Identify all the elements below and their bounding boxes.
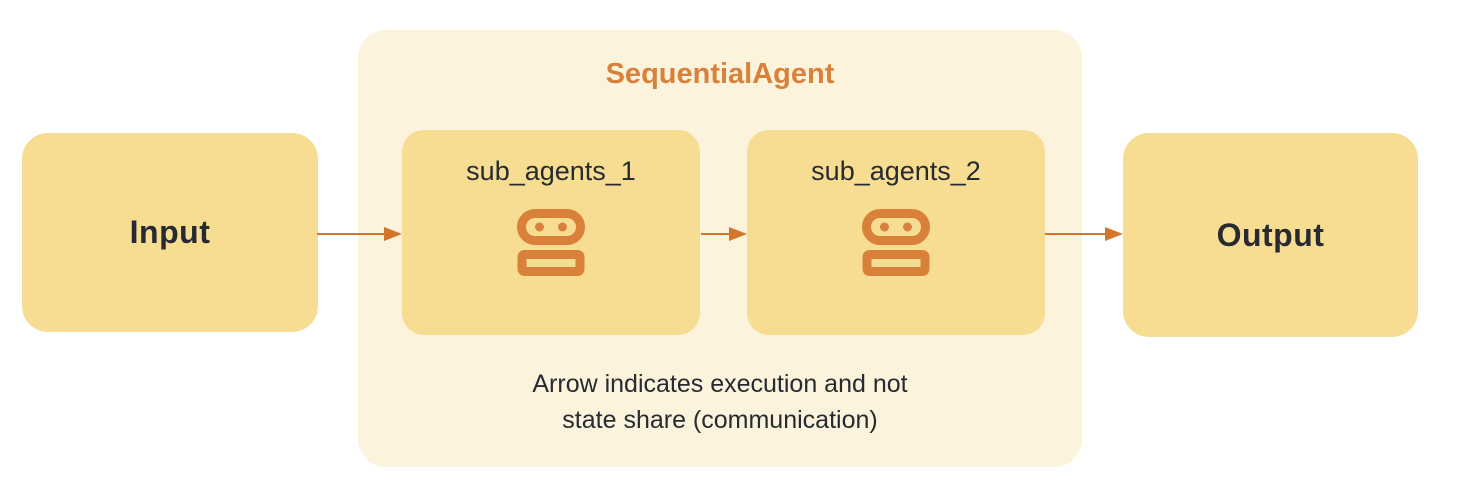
sub-agents-2-label: sub_agents_2	[811, 156, 981, 186]
sub-agents-2-node: sub_agents_2	[747, 130, 1045, 335]
sub-agents-1-node: sub_agents_1	[402, 130, 700, 335]
arrow-shaft	[701, 232, 732, 236]
arrow-head-icon	[729, 227, 747, 241]
output-label: Output	[1216, 216, 1325, 253]
output-node: Output	[1123, 133, 1418, 337]
robot-icon	[862, 209, 930, 276]
arrow-head-icon	[384, 227, 402, 241]
arrow-input-to-sub-agents-1	[317, 226, 402, 242]
arrow-head-icon	[1105, 227, 1123, 241]
sub-agents-1-label: sub_agents_1	[466, 156, 636, 186]
sequential-agent-group: SequentialAgent sub_agents_1 sub_agents_…	[358, 30, 1082, 467]
execution-note: Arrow indicates execution and not state …	[358, 366, 1082, 438]
robot-icon	[517, 209, 585, 276]
arrow-sub-agents-1-to-sub-agents-2	[701, 226, 747, 242]
execution-note-line-2: state share (communication)	[562, 406, 878, 434]
sequential-agent-title: SequentialAgent	[605, 58, 835, 90]
execution-note-line-1: Arrow indicates execution and not	[532, 370, 908, 398]
arrow-shaft	[317, 232, 387, 236]
input-label: Input	[129, 214, 211, 250]
input-node: Input	[22, 133, 318, 332]
arrow-sub-agents-2-to-output	[1045, 226, 1123, 242]
arrow-shaft	[1045, 232, 1108, 236]
